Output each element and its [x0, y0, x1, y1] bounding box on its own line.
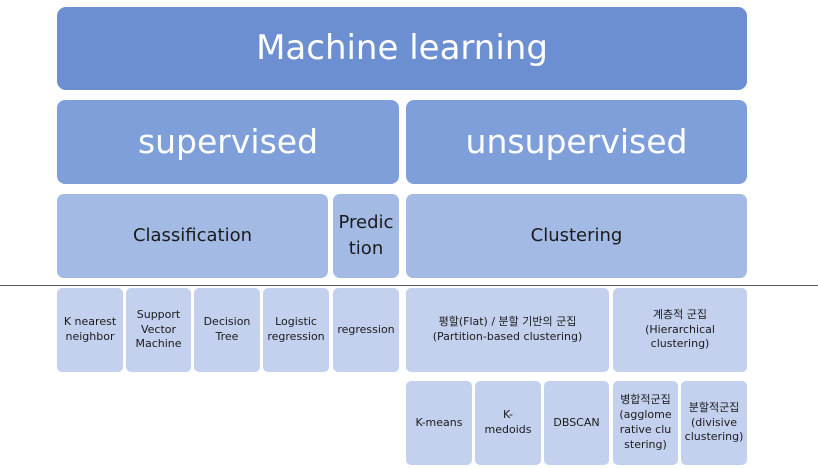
svm-label: Support Vector Machine [135, 307, 182, 351]
prediction-box: Prediction [333, 194, 399, 278]
agglomerative-box: 병합적군집 (agglomerative clustering) [613, 381, 678, 465]
svm-box: Support Vector Machine [126, 288, 191, 372]
flat-clustering-label: 평할(Flat) / 분할 기반의 군집 (Partition-based cl… [432, 315, 583, 343]
logistic-regression-box: Logistic regression [263, 288, 329, 372]
regression-box: regression [333, 288, 399, 372]
machine-learning-label: Machine learning [256, 27, 548, 68]
unsupervised-label: unsupervised [465, 121, 688, 161]
clustering-box: Clustering [406, 194, 747, 278]
knn-label: K nearest neighbor [63, 315, 117, 343]
unsupervised-box: unsupervised [406, 100, 747, 184]
regression-label: regression [337, 322, 395, 336]
decision-tree-label: Decision Tree [203, 315, 251, 343]
kmedoids-label: K-medoids [484, 408, 532, 436]
divisive-box: 분할적군집 (divisive clustering) [681, 381, 747, 465]
kmedoids-box: K-medoids [475, 381, 541, 465]
classification-label: Classification [132, 224, 253, 246]
prediction-label: Prediction [338, 211, 394, 259]
hierarchical-clustering-label: 계층적 군집 (Hierarchical clustering) [645, 307, 715, 351]
kmeans-box: K-means [406, 381, 472, 465]
machine-learning-box: Machine learning [57, 7, 747, 90]
logistic-regression-label: Logistic regression [267, 315, 325, 343]
divisive-label: 분할적군집 (divisive clustering) [684, 400, 744, 444]
divider-line [0, 285, 818, 286]
supervised-label: supervised [137, 121, 319, 161]
supervised-box: supervised [57, 100, 399, 184]
flat-clustering-box: 평할(Flat) / 분할 기반의 군집 (Partition-based cl… [406, 288, 609, 372]
kmeans-label: K-means [415, 415, 463, 429]
hierarchical-clustering-box: 계층적 군집 (Hierarchical clustering) [613, 288, 747, 372]
knn-box: K nearest neighbor [57, 288, 123, 372]
clustering-label: Clustering [530, 224, 623, 246]
dbscan-label: DBSCAN [553, 415, 600, 429]
dbscan-box: DBSCAN [544, 381, 609, 465]
classification-box: Classification [57, 194, 328, 278]
decision-tree-box: Decision Tree [194, 288, 260, 372]
agglomerative-label: 병합적군집 (agglomerative clustering) [619, 393, 672, 451]
